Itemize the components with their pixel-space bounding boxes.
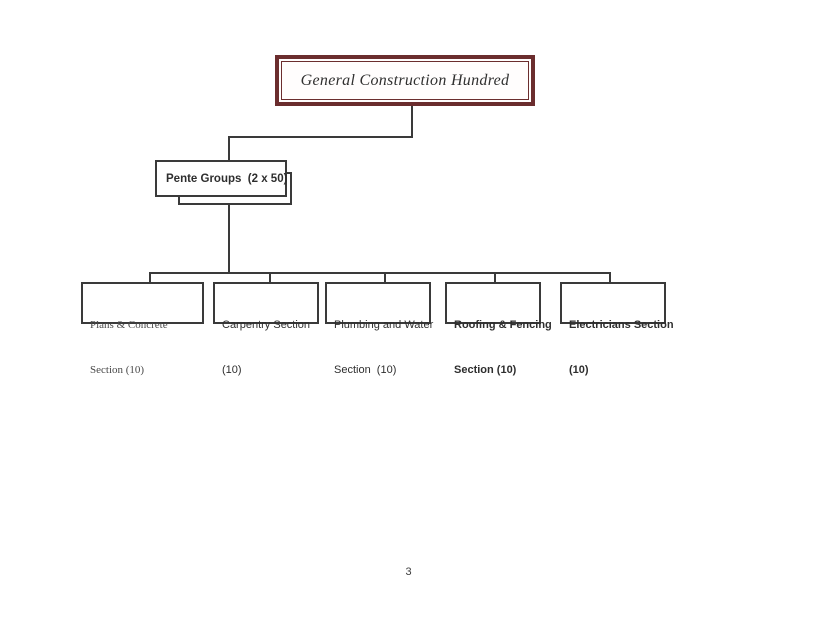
org-root-label: General Construction Hundred xyxy=(300,71,510,89)
group-label: Pente Groups (2 x 50) xyxy=(166,172,288,185)
section-label-line2: Section (10) xyxy=(334,364,397,376)
section-node-electricians: Electricians Section (10) xyxy=(560,282,674,376)
group-node: Pente Groups (2 x 50) xyxy=(155,160,287,197)
connector-drop-3 xyxy=(384,272,386,282)
section-node-plumbing-water: Plumbing and Water Section (10) xyxy=(325,282,433,376)
section-label-line1: Plans & Concrete xyxy=(90,319,168,331)
connector-drop-2 xyxy=(269,272,271,282)
connector-group-vertical xyxy=(228,205,230,274)
connector-root-horizontal xyxy=(228,136,413,138)
connector-drop-1 xyxy=(149,272,151,282)
section-node-roofing-fencing: Roofing & Fencing Section (10) xyxy=(445,282,552,376)
connector-drop-5 xyxy=(609,272,611,282)
section-label-line2: Section (10) xyxy=(454,364,517,376)
section-label-line2: Section (10) xyxy=(90,364,145,376)
section-label-line2: (10) xyxy=(222,364,242,376)
connector-root-vertical xyxy=(411,106,413,138)
org-root-node: General Construction Hundred xyxy=(275,55,535,106)
section-label-line1: Carpentry Section xyxy=(222,319,311,331)
section-label-line1: Roofing & Fencing xyxy=(454,319,552,331)
section-label-line2: (10) xyxy=(569,364,589,376)
section-node-carpentry: Carpentry Section (10) xyxy=(213,282,319,376)
page-number: 3 xyxy=(405,566,412,578)
section-label-line1: Electricians Section xyxy=(569,319,674,331)
section-label-line1: Plumbing and Water xyxy=(334,319,434,331)
connector-drop-4 xyxy=(494,272,496,282)
connector-root-drop xyxy=(228,136,230,161)
section-node-plans-concrete: Plans & Concrete Section (10) xyxy=(81,282,204,376)
connector-sections-horizontal xyxy=(149,272,611,274)
